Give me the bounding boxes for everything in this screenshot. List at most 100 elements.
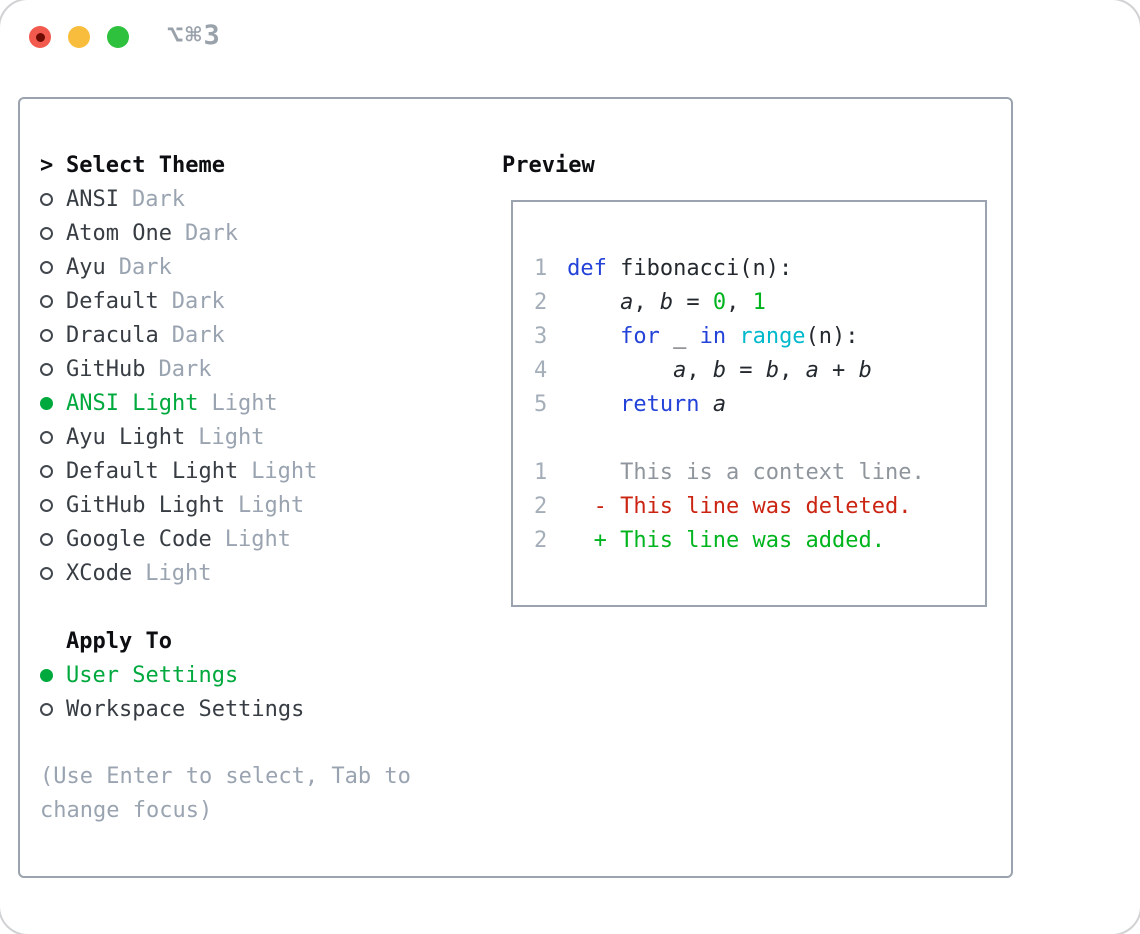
code-token — [726, 324, 739, 349]
code-token: a — [620, 290, 634, 315]
code-line: 2 a, b = 0, 1 — [534, 286, 985, 320]
code-line: 1 def fibonacci(n): — [534, 252, 985, 286]
section-title: Select Theme — [66, 152, 225, 178]
theme-option-ayu-light[interactable]: Ayu Light Light — [40, 420, 480, 454]
code-token: def — [567, 256, 607, 281]
code-token — [567, 358, 673, 383]
code-token: a — [805, 358, 819, 383]
apply-option-user-settings[interactable]: User Settings — [40, 658, 480, 692]
theme-option-atom-one-dark[interactable]: Atom One Dark — [40, 216, 480, 250]
radio-icon — [40, 464, 53, 478]
code-token: b — [858, 358, 872, 383]
variant-label: Light — [251, 458, 318, 484]
radio-icon — [40, 192, 53, 206]
theme-option-ansi-dark[interactable]: ANSI Dark — [40, 182, 480, 216]
variant-label: Light — [198, 424, 265, 450]
radio-icon — [40, 430, 53, 444]
line-number: 3 — [534, 324, 548, 349]
variant-label: Dark — [184, 220, 238, 246]
code-sample: 1 def fibonacci(n): 2 a, b = 0, 1 3 for _… — [513, 202, 985, 558]
zoom-button[interactable] — [107, 26, 129, 48]
code-token: fibonacci(n): — [606, 256, 793, 281]
line-number: 2 — [534, 494, 548, 519]
line-number: 4 — [534, 358, 548, 383]
code-token: b — [659, 290, 674, 315]
code-token: a — [673, 358, 687, 383]
theme-option-ayu-dark[interactable]: Ayu Dark — [40, 250, 480, 284]
radio-icon — [40, 532, 53, 546]
code-line-blank — [534, 422, 985, 456]
variant-label: Dark — [171, 322, 225, 348]
theme-option-xcode-light[interactable]: XCode Light — [40, 556, 480, 590]
code-token: = — [726, 358, 766, 383]
theme-option-ansi-light[interactable]: ANSI Light Light — [40, 386, 480, 420]
code-token: This is a context line. — [567, 460, 925, 485]
keyboard-hint: (Use Enter to select, Tab to change focu… — [40, 764, 411, 823]
radio-icon — [40, 260, 53, 274]
variant-label: Light — [237, 492, 305, 518]
code-token: , — [686, 358, 713, 383]
select-theme-header: > Select Theme — [40, 148, 480, 182]
code-line: 4 a, b = b, a + b — [534, 354, 985, 388]
variant-label: Light — [224, 526, 291, 552]
code-token: return — [620, 392, 700, 417]
code-line: 5 return a — [534, 388, 985, 422]
variant-label: Dark — [171, 288, 225, 314]
theme-option-default-dark[interactable]: Default Dark — [40, 284, 480, 318]
code-token: + — [818, 358, 859, 383]
code-token: - This line was deleted. — [567, 494, 912, 519]
code-token — [567, 392, 620, 417]
close-button[interactable] — [29, 26, 51, 48]
radio-icon — [40, 226, 53, 240]
apply-to-header: Apply To — [66, 628, 172, 654]
line-number: 1 — [534, 460, 548, 485]
window-shortcut-label: ⌥⌘3 — [167, 20, 222, 51]
apply-option-workspace-settings[interactable]: Workspace Settings — [40, 692, 480, 726]
code-line: 3 for _ in range(n): — [534, 320, 985, 354]
theme-option-github-dark[interactable]: GitHub Dark — [40, 352, 480, 386]
radio-selected-icon — [40, 396, 53, 410]
code-token: (n): — [805, 324, 859, 349]
code-token — [567, 324, 620, 349]
code-token: _ — [659, 324, 700, 349]
code-token: , — [779, 358, 806, 383]
code-token: + This line was added. — [567, 528, 885, 553]
variant-label: Light — [145, 560, 212, 586]
code-token: , — [726, 290, 753, 315]
radio-icon — [40, 566, 53, 580]
code-token: in — [699, 324, 727, 349]
line-number: 2 — [534, 290, 548, 315]
minimize-button[interactable] — [68, 26, 90, 48]
radio-icon — [40, 498, 53, 512]
window-controls — [29, 26, 129, 48]
theme-option-dracula-dark[interactable]: Dracula Dark — [40, 318, 480, 352]
close-dot-icon — [35, 32, 45, 42]
theme-option-github-light[interactable]: GitHub Light Light — [40, 488, 480, 522]
code-token: b — [712, 358, 727, 383]
code-token: , — [633, 290, 660, 315]
variant-label: Dark — [118, 254, 172, 280]
theme-option-default-light[interactable]: Default Light Light — [40, 454, 480, 488]
code-token: b — [765, 358, 780, 383]
theme-list: > Select Theme ANSI Dark Atom One Dark A… — [40, 148, 480, 828]
preview-pane: 1 def fibonacci(n): 2 a, b = 0, 1 3 for _… — [511, 200, 987, 607]
code-token: range — [739, 324, 806, 349]
line-number: 5 — [534, 392, 548, 417]
prompt-icon: > — [40, 152, 54, 178]
radio-selected-icon — [40, 668, 53, 682]
preview-title: Preview — [502, 152, 595, 178]
theme-option-google-code-light[interactable]: Google Code Light — [40, 522, 480, 556]
code-token — [567, 290, 620, 315]
code-token: for — [620, 324, 660, 349]
radio-icon — [40, 362, 53, 376]
radio-icon — [40, 702, 53, 716]
radio-icon — [40, 328, 53, 342]
variant-label: Dark — [131, 186, 185, 212]
theme-picker-panel: > Select Theme ANSI Dark Atom One Dark A… — [18, 97, 1013, 878]
code-token: 1 — [752, 290, 766, 315]
diff-deleted-line: 2 - This line was deleted. — [534, 490, 985, 524]
variant-label: Light — [211, 390, 278, 416]
line-number: 2 — [534, 528, 548, 553]
line-number: 1 — [534, 256, 548, 281]
